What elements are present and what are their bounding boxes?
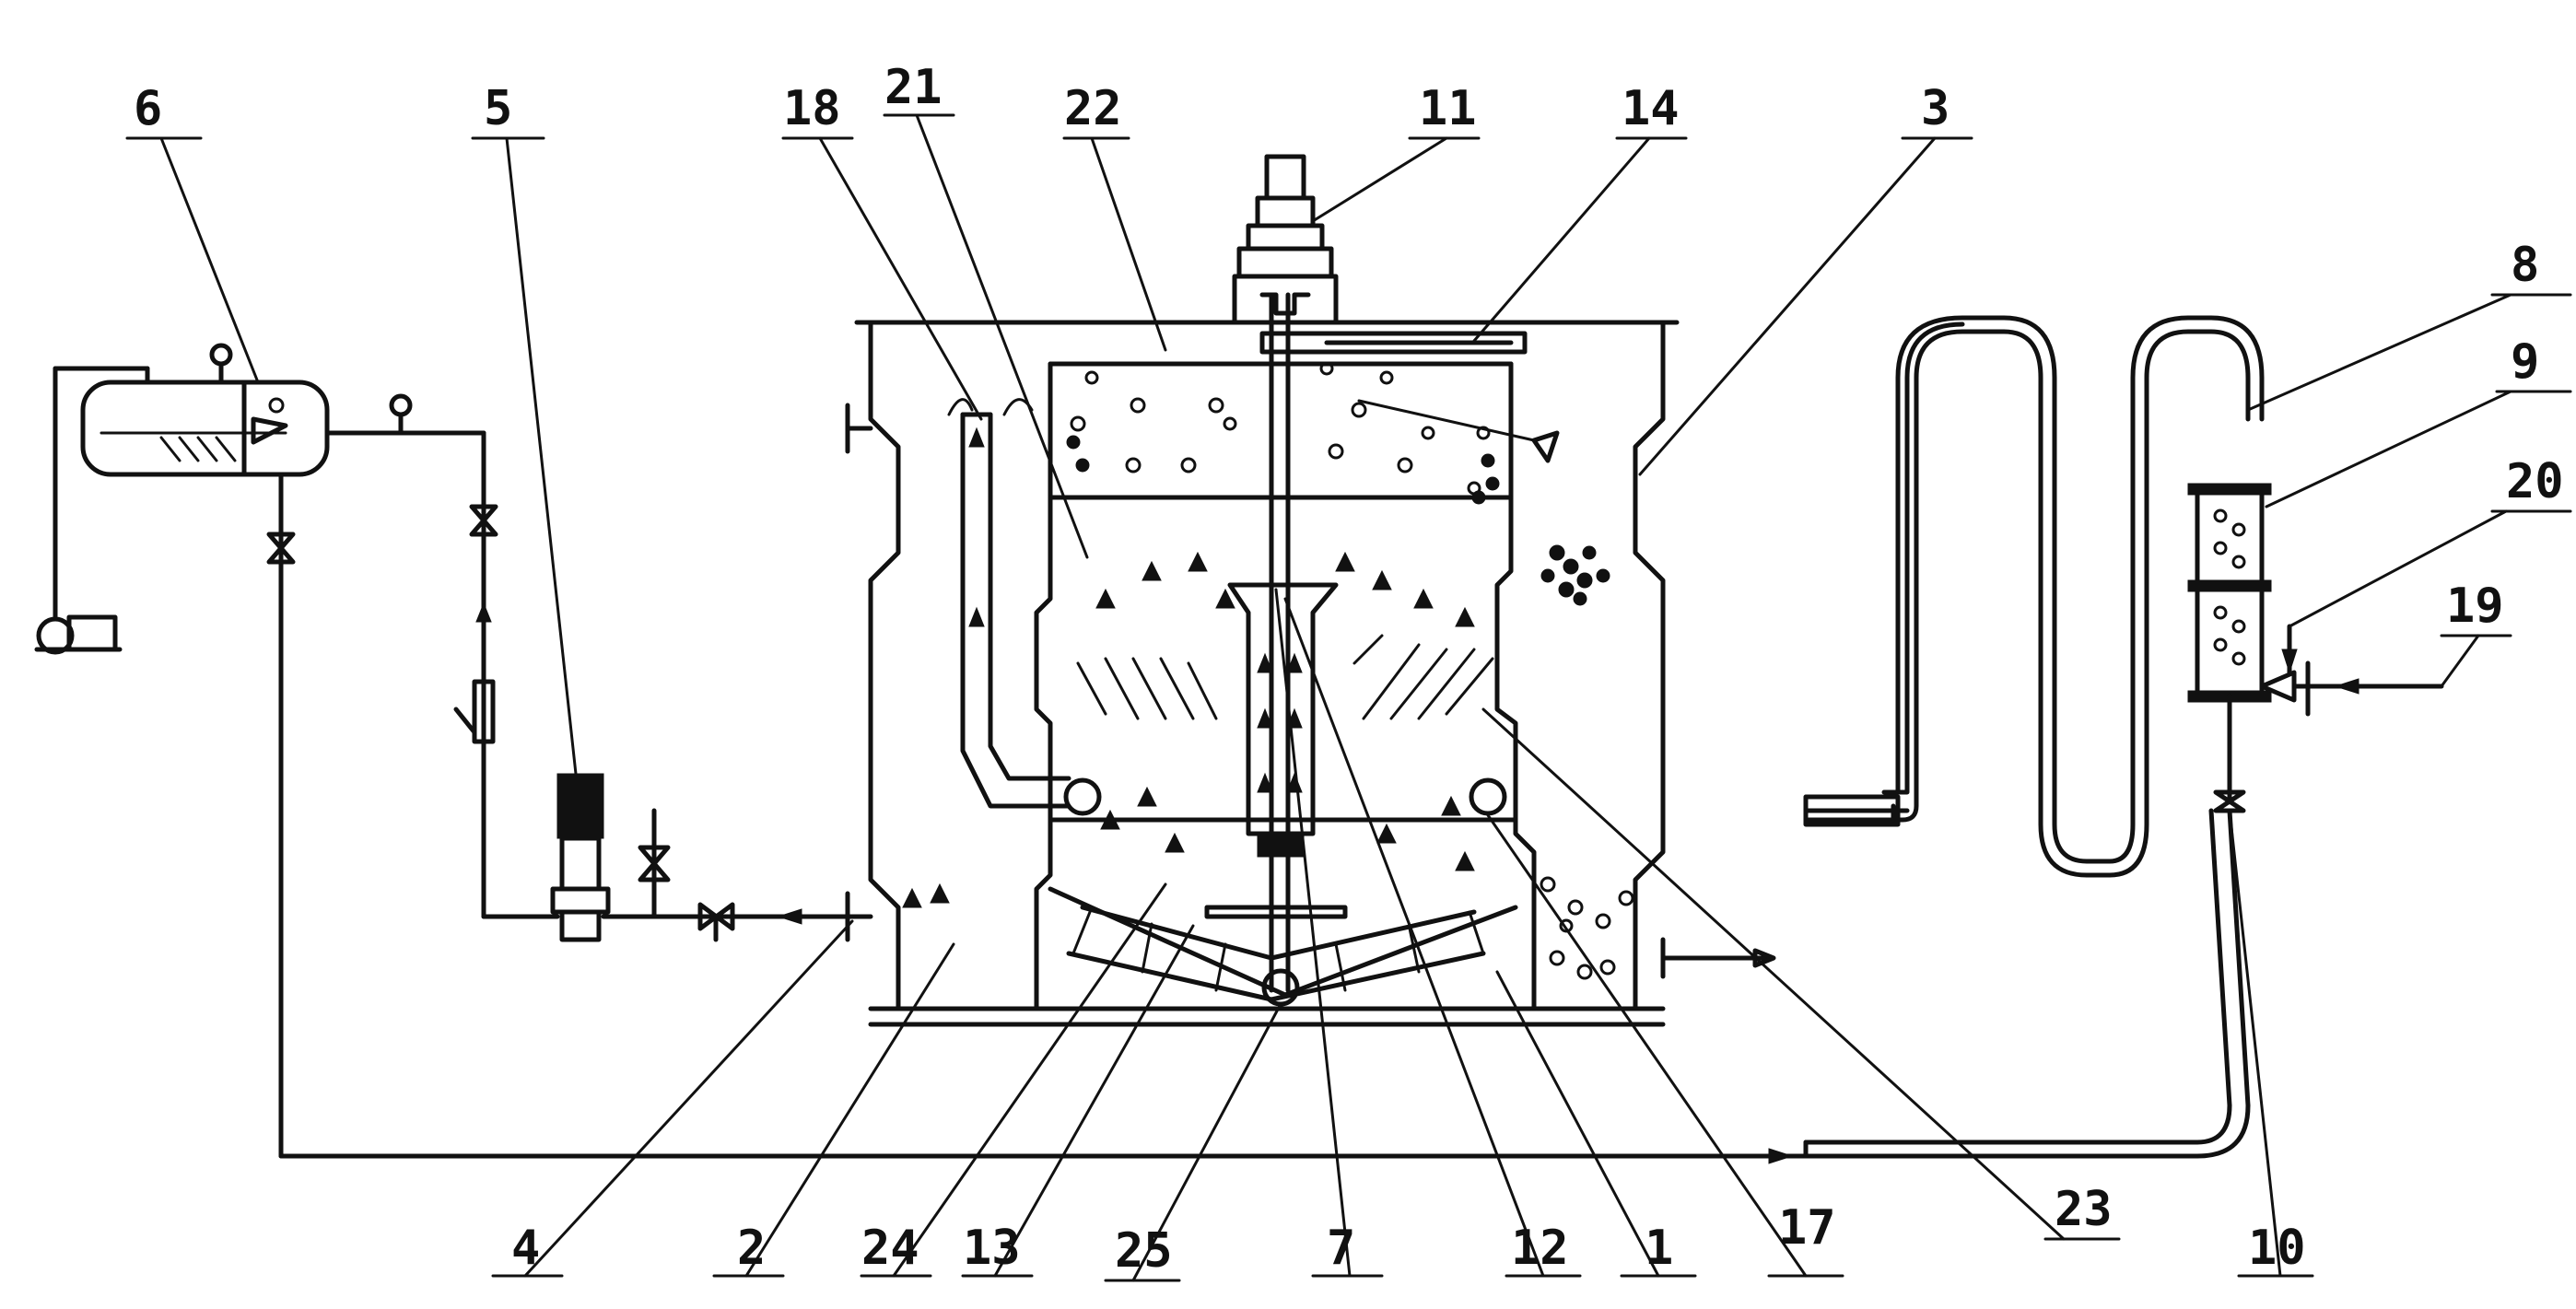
label-18: 18 — [783, 81, 841, 136]
label-24: 24 — [861, 1221, 919, 1276]
serpentine-pipe — [1803, 315, 2265, 878]
froth-discharge — [1357, 399, 1560, 463]
label-23: 23 — [2055, 1182, 2113, 1237]
bubbles — [1070, 361, 1634, 980]
label-7: 7 — [1327, 1221, 1355, 1276]
label-2: 2 — [737, 1221, 766, 1276]
label-10: 10 — [2248, 1221, 2306, 1276]
label-13: 13 — [963, 1221, 1021, 1276]
label-14: 14 — [1622, 81, 1680, 136]
label-5: 5 — [484, 81, 512, 136]
floc — [1066, 435, 1610, 606]
label-8: 8 — [2511, 238, 2539, 293]
label-6: 6 — [134, 81, 162, 136]
inlet-nozzle — [1469, 777, 1507, 816]
label-4: 4 — [511, 1221, 540, 1276]
leader-lines — [125, 113, 2572, 1282]
sludge-scraper — [1066, 905, 1486, 1002]
label-21: 21 — [884, 60, 943, 115]
piping-left — [266, 393, 1809, 1164]
saturator-tank — [80, 343, 330, 477]
scraper — [1259, 331, 1528, 355]
label-11: 11 — [1419, 81, 1477, 136]
motor — [1232, 154, 1339, 325]
flow-arrows — [902, 551, 1475, 908]
label-19: 19 — [2446, 579, 2504, 634]
label-3: 3 — [1921, 81, 1950, 136]
mixer-column — [1803, 483, 2444, 1159]
riser-pipe — [947, 398, 1102, 816]
pump — [550, 773, 873, 942]
label-25: 25 — [1115, 1223, 1173, 1279]
compressor — [34, 366, 150, 655]
label-12: 12 — [1511, 1221, 1569, 1276]
label-22: 22 — [1064, 81, 1122, 136]
main-tank — [845, 320, 1680, 1027]
label-17: 17 — [1778, 1200, 1836, 1256]
part-labels: 6 5 18 21 22 11 14 3 8 9 20 19 4 2 24 13… — [134, 60, 2564, 1279]
label-1: 1 — [1645, 1221, 1673, 1276]
central-draft-tube — [1227, 292, 1339, 1007]
label-9: 9 — [2511, 334, 2539, 390]
label-20: 20 — [2506, 454, 2564, 509]
inclined-tubes — [1076, 634, 1494, 720]
